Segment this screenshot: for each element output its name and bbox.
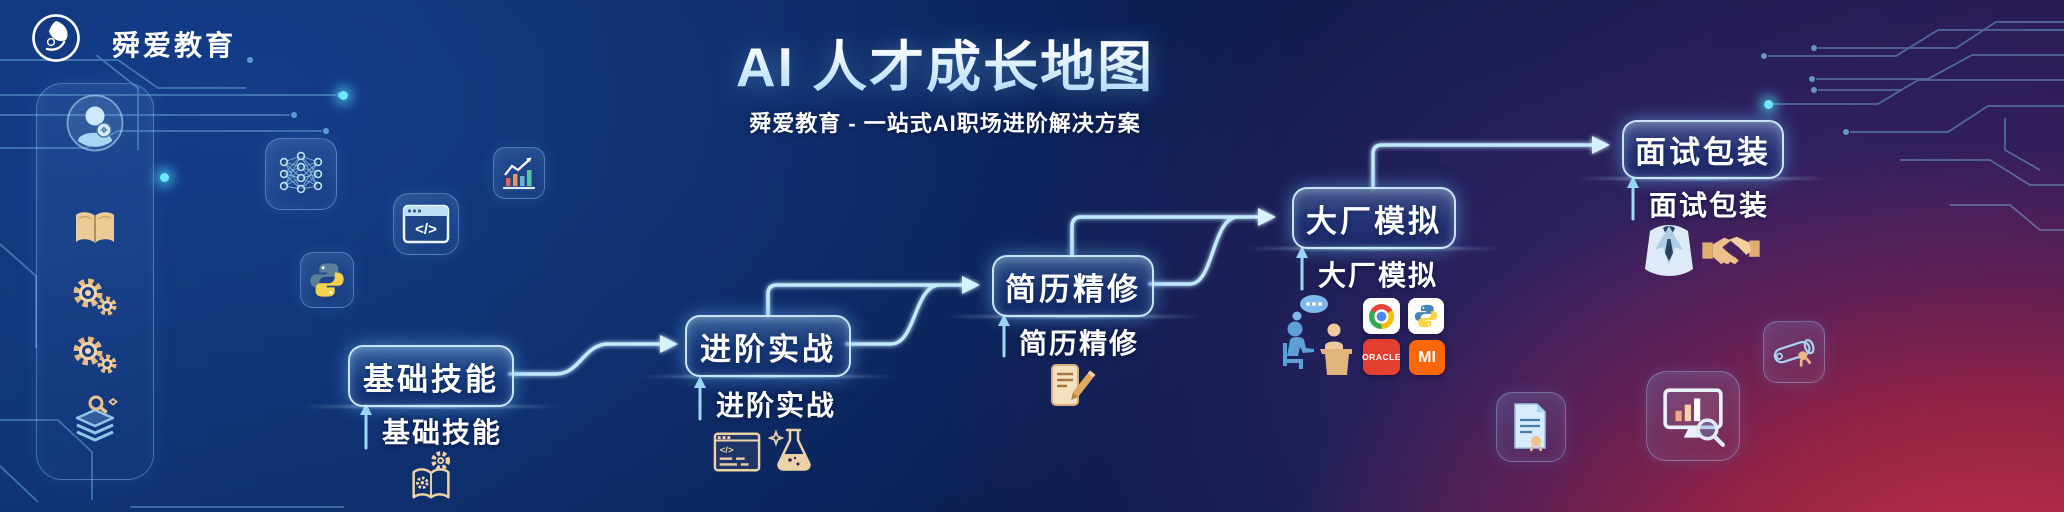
stage-sublabel: 大厂模拟: [1318, 260, 1439, 291]
gears-icon: [73, 336, 117, 374]
chrome-icon: [1363, 298, 1400, 334]
flask-icon: [768, 428, 811, 471]
diploma-tile: [1763, 321, 1825, 383]
code-window-tile: </>: [393, 193, 459, 255]
xiaomi-icon: MI: [1409, 340, 1445, 375]
stage-sublabel: 简历精修: [1019, 328, 1140, 359]
code-window-icon: </>: [402, 204, 450, 244]
chrome-ball: [1369, 303, 1394, 329]
stage-node-resume-polish: 简历精修: [992, 255, 1154, 317]
stage-node-interview-package: 面试包装: [1622, 120, 1784, 179]
bar-chart-icon: [502, 157, 536, 190]
stage-node-bigtech-mock: 大厂模拟: [1292, 187, 1456, 249]
certificate-icon: [1514, 403, 1546, 452]
layers-search-icon: [75, 395, 118, 442]
glow-dot: [339, 91, 348, 100]
python-tile: [300, 252, 354, 308]
glow-dot: [160, 173, 169, 182]
page-title: AI 人才成长地图: [690, 22, 1200, 102]
stage-node-basic-skills: 基础技能: [348, 345, 514, 407]
bar-chart-tile: [493, 147, 545, 199]
oracle-icon: ORACLE: [1362, 339, 1401, 375]
user-avatar-icon: [66, 94, 124, 152]
stage-node-label: 大厂模拟: [1306, 203, 1442, 239]
sidebar-panel: [36, 83, 154, 480]
diploma-icon: [1773, 339, 1815, 367]
xiaomi-logo-text: MI: [1418, 348, 1436, 366]
brand-name: 舜爱教育: [112, 30, 237, 61]
certificate-tile: [1496, 392, 1566, 462]
brand-logo-icon: [32, 14, 80, 62]
book-gear-icon: [412, 451, 451, 499]
page-subtitle: 舜爱教育 - 一站式AI职场进阶解决方案: [749, 111, 1141, 136]
report-monitor-tile: [1646, 371, 1740, 461]
stage-sublabel: 进阶实战: [716, 390, 837, 421]
stage-node-label: 基础技能: [363, 361, 499, 397]
svg-text:</>: </>: [415, 221, 437, 238]
python-icon: [310, 263, 344, 297]
oracle-logo-text: ORACLE: [1362, 352, 1401, 362]
python-icon: [1408, 298, 1444, 334]
document-pencil-icon: [1051, 364, 1096, 406]
handshake-icon: [1702, 236, 1760, 265]
stage-sublabel: 面试包装: [1649, 190, 1770, 221]
stage-sublabel: 基础技能: [382, 417, 503, 448]
neural-network-icon: [279, 151, 323, 194]
svg-text:</>: </>: [720, 445, 734, 456]
suit-icon: [1645, 225, 1693, 276]
interview-desk-icon: [1283, 295, 1352, 375]
stage-node-label: 进阶实战: [700, 331, 836, 367]
stage-node-label: 面试包装: [1635, 135, 1771, 170]
report-monitor-icon: [1663, 388, 1725, 447]
stage-node-label: 简历精修: [1005, 271, 1141, 307]
code-editor-icon: </>: [713, 432, 761, 472]
stage-node-advanced-practice: 进阶实战: [685, 315, 851, 377]
glow-dot: [1764, 100, 1773, 109]
gears-icon: [73, 278, 117, 316]
open-book-icon: [76, 212, 114, 243]
neural-network-tile: [265, 138, 337, 210]
